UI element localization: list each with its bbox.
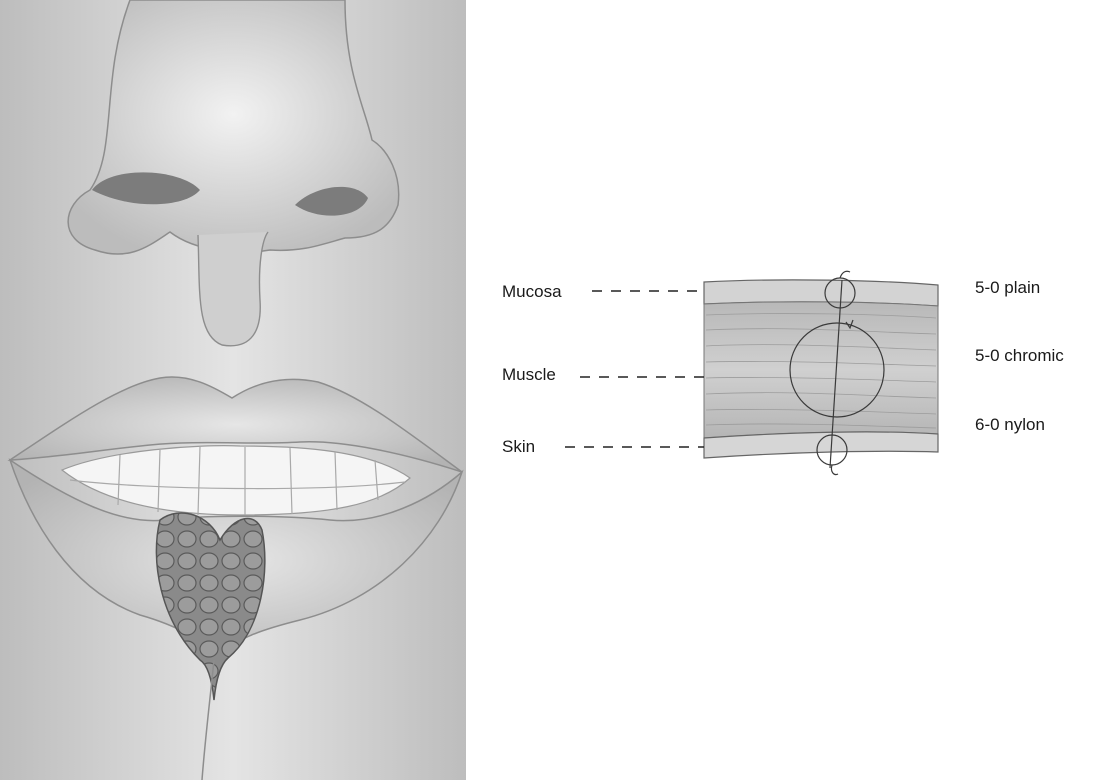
muscle-layer [704,302,938,438]
skin-suture-label: 6-0 nylon [975,415,1045,435]
mucosa-suture-label: 5-0 plain [975,278,1040,298]
mucosa-label: Mucosa [502,282,562,302]
leader-lines [565,291,706,447]
skin-layer [704,432,938,458]
tissue-cross-section [704,271,938,474]
face-drawing [0,0,466,780]
philtrum [198,232,268,346]
muscle-label: Muscle [502,365,556,385]
muscle-suture-label: 5-0 chromic [975,346,1064,366]
skin-label: Skin [502,437,535,457]
